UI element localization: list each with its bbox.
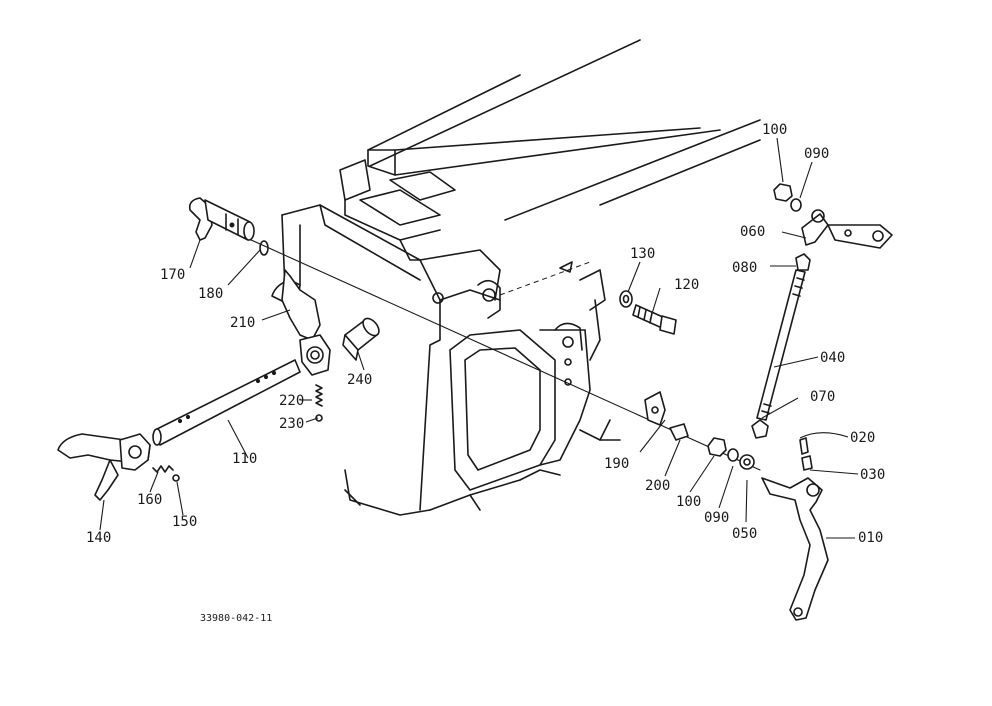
leader-lines [99, 137, 859, 539]
part-060-clevis [801, 209, 893, 249]
callout-060: 060 [740, 224, 765, 240]
part-190-bracket [644, 391, 666, 426]
callout-200: 200 [645, 478, 670, 494]
part-090-washer-top [790, 198, 802, 212]
part-180-o-ring [259, 240, 269, 256]
part-100-nut-lower [707, 437, 727, 457]
callout-130: 130 [630, 246, 655, 262]
callout-070: 070 [810, 389, 835, 405]
callout-210: 210 [230, 315, 255, 331]
part-040-rod [756, 269, 806, 421]
part-130-washer [619, 290, 633, 308]
callout-020: 020 [850, 430, 875, 446]
part-070-nut [751, 419, 769, 439]
callout-140: 140 [86, 530, 111, 546]
part-200-bolt [669, 423, 689, 441]
callout-010: 010 [858, 530, 883, 546]
callout-180: 180 [198, 286, 223, 302]
callout-240: 240 [347, 372, 372, 388]
callout-110: 110 [232, 451, 257, 467]
part-080-nut [795, 253, 811, 271]
callout-080: 080 [732, 260, 757, 276]
callout-150: 150 [172, 514, 197, 530]
callout-090-lower: 090 [704, 510, 729, 526]
callout-labels: 010 020 030 040 050 060 070 080 090 090 … [86, 122, 885, 546]
part-210-shift-fork [271, 269, 331, 376]
callout-090-top: 090 [804, 146, 829, 162]
part-150-ball [172, 474, 180, 482]
callout-100-lower: 100 [676, 494, 701, 510]
part-110-shift-rod [152, 359, 301, 446]
part-230-ball [315, 414, 323, 422]
callout-100-top: 100 [762, 122, 787, 138]
part-120-bolt [632, 304, 677, 335]
callout-050: 050 [732, 526, 757, 542]
callout-220: 220 [279, 393, 304, 409]
callout-040: 040 [820, 350, 845, 366]
part-010-lever [761, 477, 829, 621]
transmission-housing [281, 39, 761, 516]
callout-120: 120 [674, 277, 699, 293]
part-240-bushing [342, 317, 380, 361]
part-020-spring-pin [799, 437, 809, 455]
callout-170: 170 [160, 267, 185, 283]
figure-id: 33980-042-11 [200, 613, 272, 624]
part-050-ball-joint [739, 454, 755, 470]
part-170-lever-shaft [188, 197, 255, 241]
shaft-axis-line [217, 224, 761, 471]
callout-030: 030 [860, 467, 885, 483]
callout-160: 160 [137, 492, 162, 508]
part-090-washer-lower [727, 448, 739, 462]
callout-190: 190 [604, 456, 629, 472]
part-140-shift-fork [57, 433, 151, 501]
part-030-pin [801, 455, 813, 471]
callout-230: 230 [279, 416, 304, 432]
part-160-spring [152, 465, 174, 473]
part-100-nut-top [773, 183, 793, 202]
part-220-spring [315, 384, 323, 407]
